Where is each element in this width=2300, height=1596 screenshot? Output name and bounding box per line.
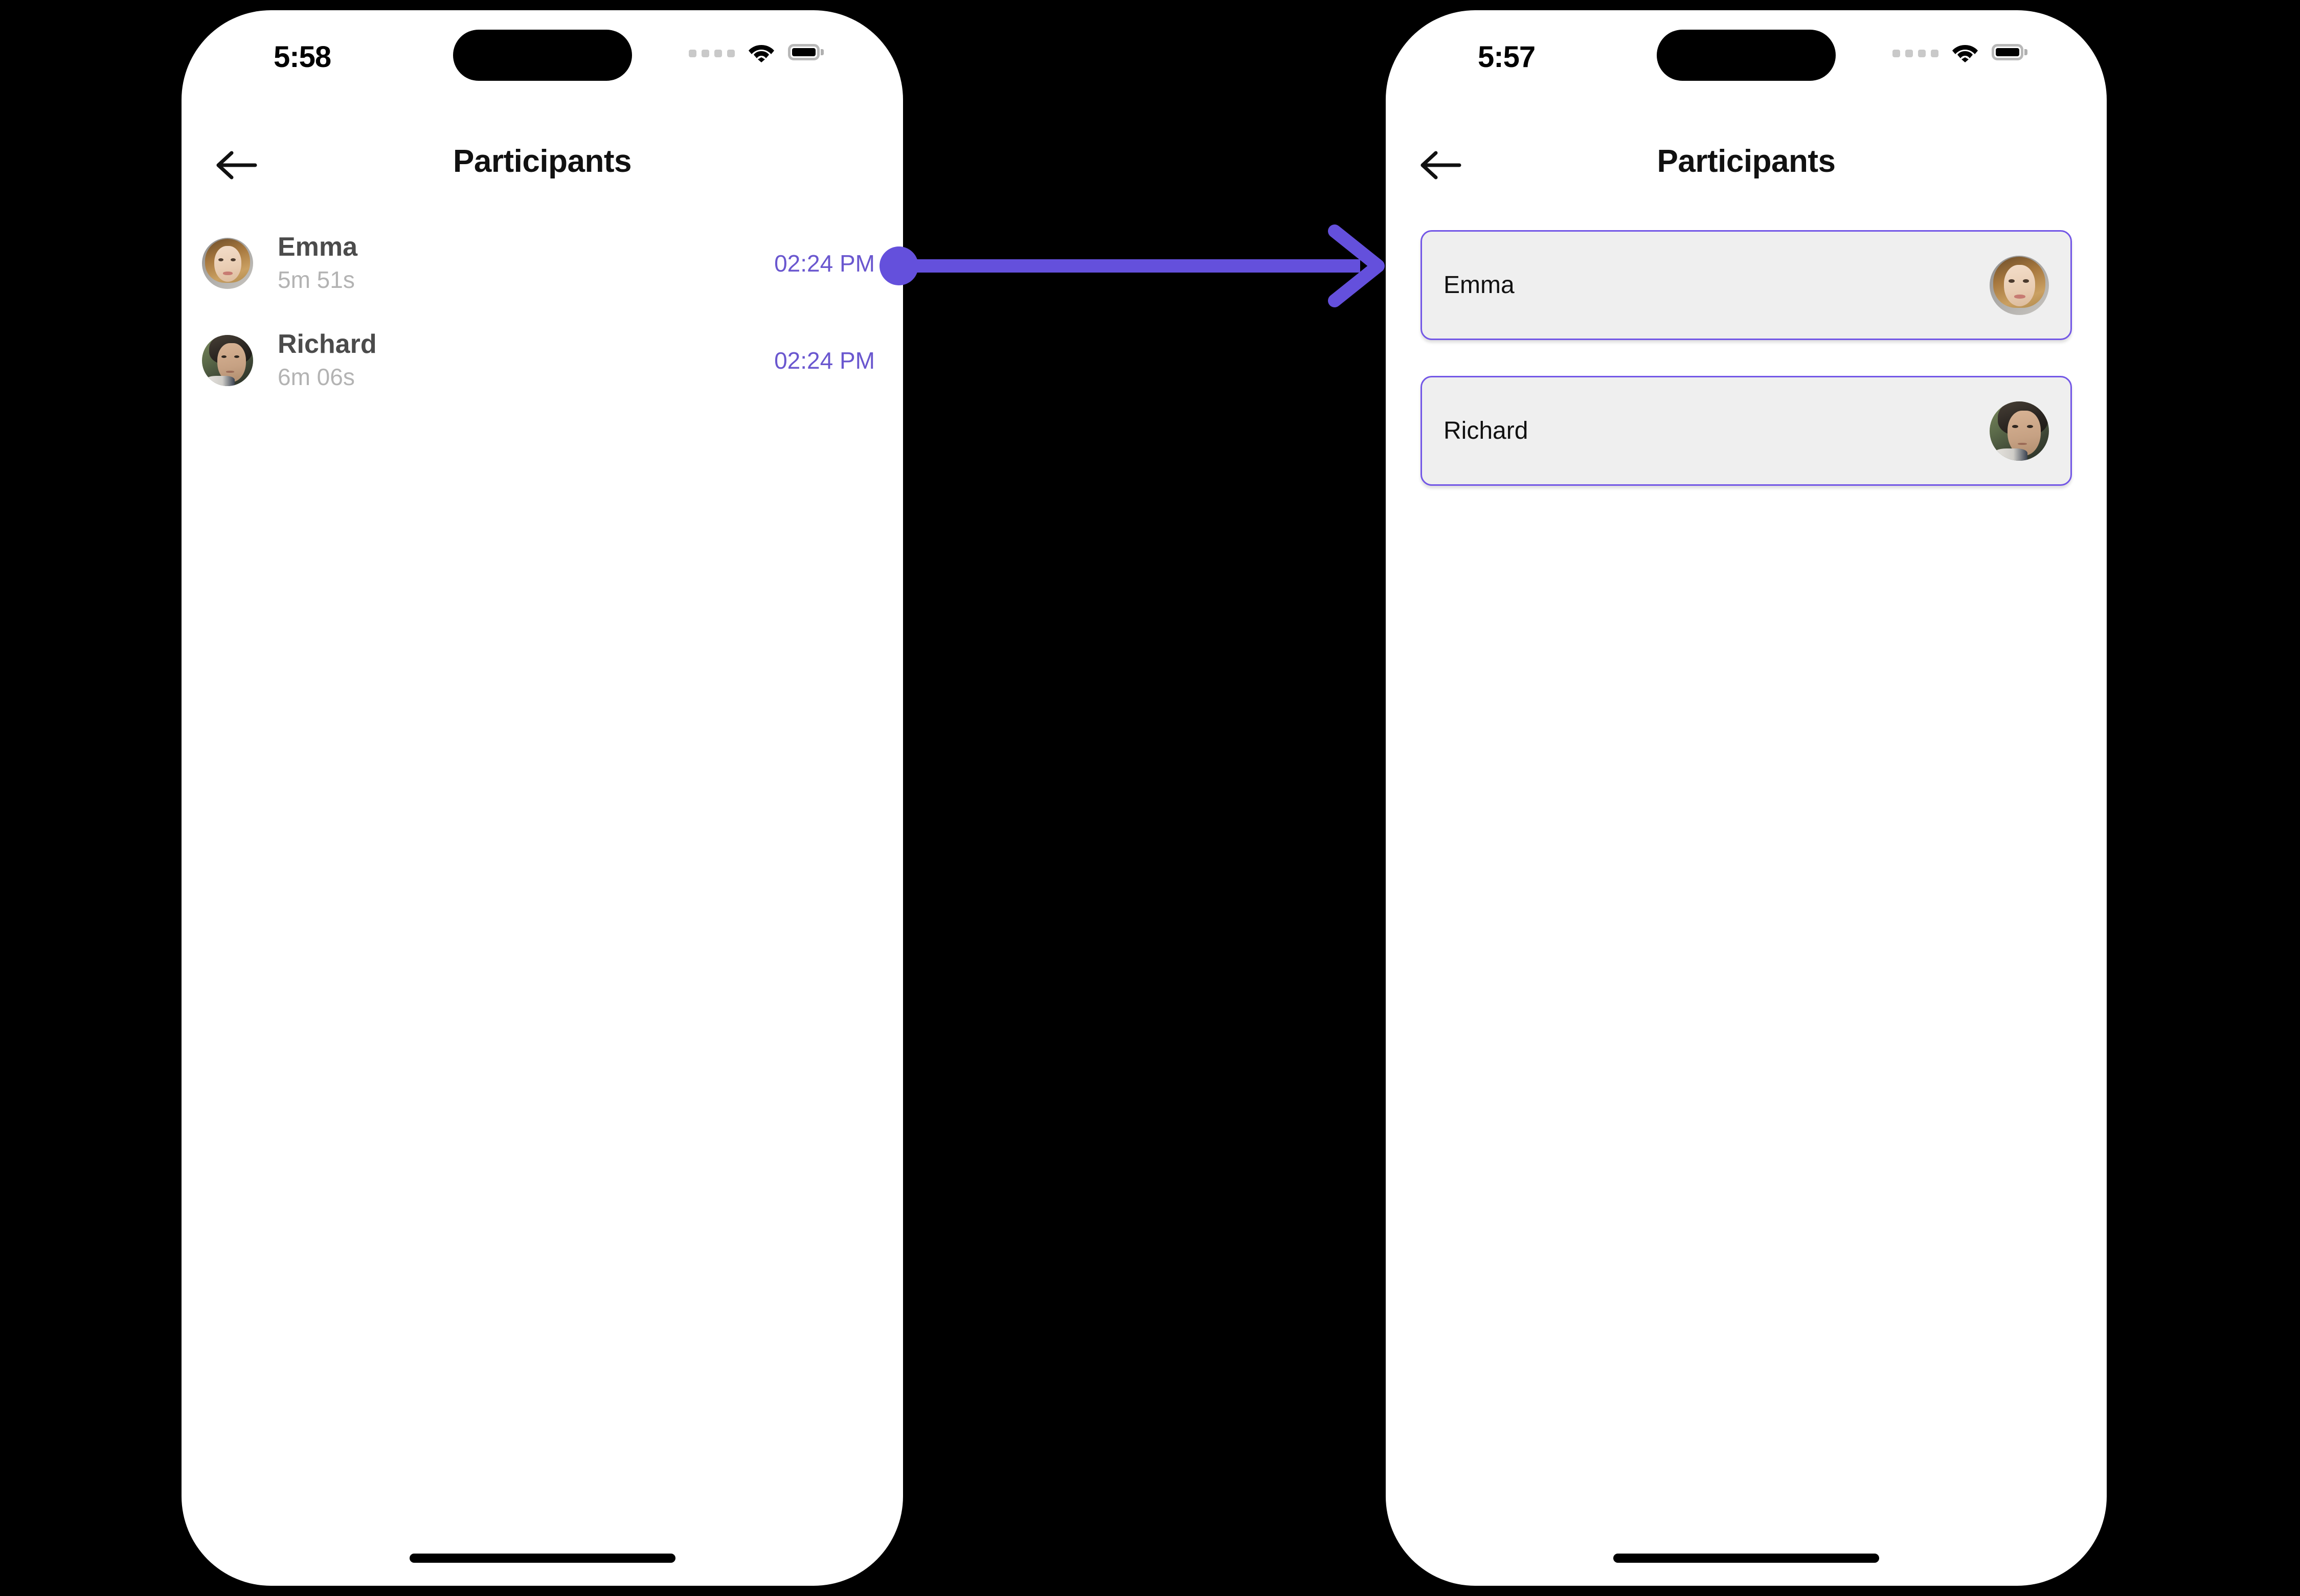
battery-full-icon [788, 44, 824, 60]
participant-duration: 5m 51s [278, 266, 355, 294]
wifi-icon [1952, 42, 1978, 62]
status-bar: 5:57 [1386, 10, 2107, 87]
dynamic-island [1657, 30, 1836, 81]
participant-duration: 6m 06s [278, 364, 355, 391]
phone-screen-participants-cards: 5:57 Participants [1386, 10, 2107, 1586]
status-bar: 5:58 [182, 10, 903, 87]
arrow-left-icon [216, 151, 257, 179]
wifi-icon [748, 42, 775, 62]
arrow-left-icon [1420, 151, 1461, 179]
home-indicator [1613, 1554, 1879, 1563]
dynamic-island [453, 30, 632, 81]
signal-dots-icon [1892, 49, 1938, 57]
participant-card-emma[interactable]: Emma [1420, 230, 2072, 340]
participant-row-richard[interactable]: Richard 6m 06s 02:24 PM [182, 312, 903, 409]
participant-name: Richard [1444, 417, 1528, 444]
navigation-bar: Participants [1386, 138, 2107, 194]
participant-row-emma[interactable]: Emma 5m 51s 02:24 PM [182, 215, 903, 312]
page-title: Participants [453, 144, 632, 179]
participant-card-richard[interactable]: Richard [1420, 376, 2072, 486]
participant-info: Richard 6m 06s [278, 329, 774, 392]
participants-list: Emma 5m 51s 02:24 PM Richard 6m 06s 02:2… [182, 215, 903, 409]
participant-name: Emma [278, 232, 358, 262]
status-bar-indicators [689, 42, 824, 62]
avatar-emma-icon [202, 238, 253, 289]
participant-timestamp: 02:24 PM [774, 347, 875, 374]
navigation-bar: Participants [182, 138, 903, 194]
status-bar-time: 5:57 [1478, 40, 1536, 74]
signal-dots-icon [689, 49, 735, 57]
participant-info: Emma 5m 51s [278, 232, 774, 295]
avatar-richard-icon [202, 335, 253, 386]
participant-cards-list: Emma Richard [1420, 230, 2072, 522]
phone-screen-participants-list: 5:58 Participants [182, 10, 903, 1586]
avatar-emma-icon [1990, 255, 2049, 315]
page-title: Participants [1657, 144, 1836, 179]
flow-arrow-annotation [880, 224, 1385, 307]
avatar-richard-icon [1990, 401, 2049, 461]
status-bar-time: 5:58 [274, 40, 331, 74]
home-indicator [409, 1554, 675, 1563]
participant-name: Richard [278, 329, 377, 359]
back-button[interactable] [202, 142, 268, 188]
back-button[interactable] [1406, 142, 1473, 188]
battery-full-icon [1992, 44, 2027, 60]
participant-name: Emma [1444, 272, 1515, 299]
flow-arrow-head [1328, 224, 1385, 307]
status-bar-indicators [1892, 42, 2027, 62]
participant-timestamp: 02:24 PM [774, 250, 875, 277]
